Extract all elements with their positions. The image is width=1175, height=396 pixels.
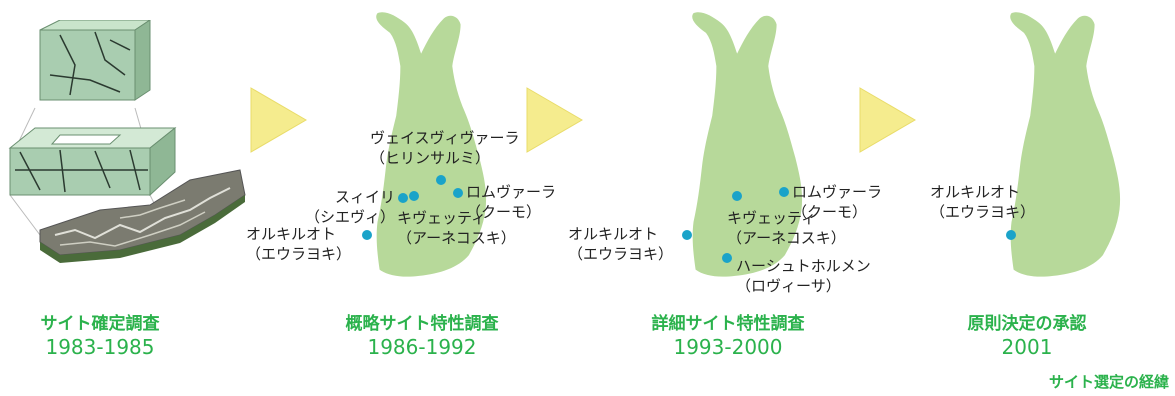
stage-label: 詳細サイト特性調査 1993-2000 bbox=[628, 313, 828, 359]
site-dot bbox=[682, 230, 692, 240]
site-dot bbox=[398, 193, 408, 203]
stage-period: 1983-1985 bbox=[45, 335, 155, 359]
stage-period: 1993-2000 bbox=[673, 335, 783, 359]
stage-label: サイト確定調査 1983-1985 bbox=[0, 313, 200, 359]
site-dot bbox=[409, 191, 419, 201]
stage-period: 1986-1992 bbox=[367, 335, 477, 359]
stage-period: 2001 bbox=[1001, 335, 1053, 359]
stage-title: 原則決定の承認 bbox=[967, 314, 1087, 334]
arrow-icon bbox=[250, 87, 307, 153]
site-label: ロムヴァーラ （クーモ） bbox=[466, 183, 557, 221]
site-dot bbox=[436, 175, 446, 185]
figure-caption: サイト選定の経緯 bbox=[1048, 373, 1169, 391]
stage-title: サイト確定調査 bbox=[40, 314, 160, 334]
site-label: オルキルオト （エウラヨキ） bbox=[246, 225, 352, 263]
site-dot bbox=[1006, 230, 1016, 240]
geology-block-illustration bbox=[8, 20, 246, 263]
site-label: オルキルオト （エウラヨキ） bbox=[568, 225, 674, 263]
stage-label: 概略サイト特性調査 1986-1992 bbox=[322, 313, 522, 359]
arrow-icon bbox=[859, 87, 916, 153]
site-label: キヴェッティ （アーネコスキ） bbox=[397, 209, 516, 247]
site-dot bbox=[722, 253, 732, 263]
arrow-icon bbox=[526, 87, 583, 153]
site-dot bbox=[362, 230, 372, 240]
site-dot bbox=[732, 191, 742, 201]
site-label: ロムヴァーラ （クーモ） bbox=[792, 183, 883, 221]
site-dot bbox=[453, 188, 463, 198]
stage-title: 概略サイト特性調査 bbox=[345, 314, 499, 334]
stage-title: 詳細サイト特性調査 bbox=[651, 314, 805, 334]
site-label: ヴェイスヴィヴァーラ （ヒリンサルミ） bbox=[370, 129, 520, 167]
site-label: オルキルオト （エウラヨキ） bbox=[930, 183, 1036, 221]
site-label: スィイリ （シエヴィ） bbox=[305, 188, 396, 226]
site-dot bbox=[779, 187, 789, 197]
stage-label: 原則決定の承認 2001 bbox=[927, 313, 1127, 359]
site-label: キヴェッティ （アーネコスキ） bbox=[727, 209, 846, 247]
site-label: ハーシュトホルメン （ロヴィーサ） bbox=[736, 257, 871, 295]
